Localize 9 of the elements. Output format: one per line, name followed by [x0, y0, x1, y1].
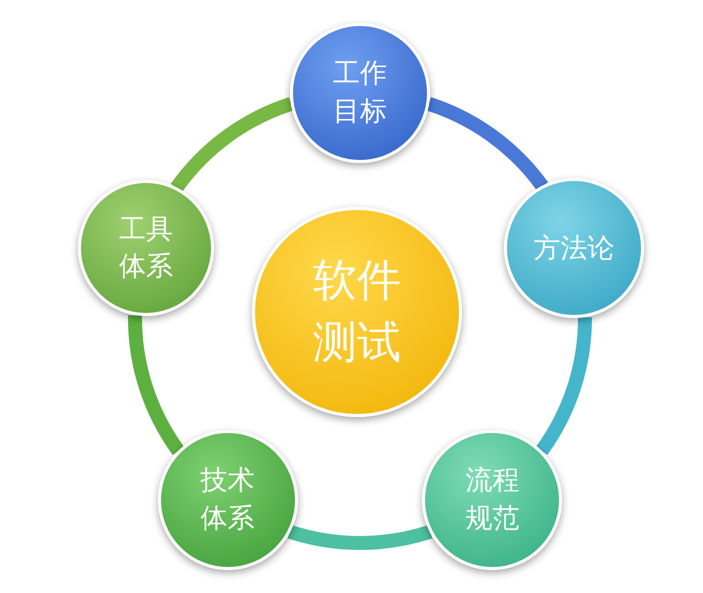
node-label: 工具体系	[118, 212, 174, 284]
node-label: 工作目标	[332, 57, 388, 129]
ring-connector	[536, 316, 592, 455]
ring-connector	[288, 525, 432, 550]
node-label: 流程规范	[464, 464, 520, 536]
ring-connector	[128, 314, 184, 455]
node-label: 软件测试	[312, 254, 402, 370]
node-label: 方法论	[532, 232, 616, 266]
node-label: 技术体系	[200, 464, 256, 536]
